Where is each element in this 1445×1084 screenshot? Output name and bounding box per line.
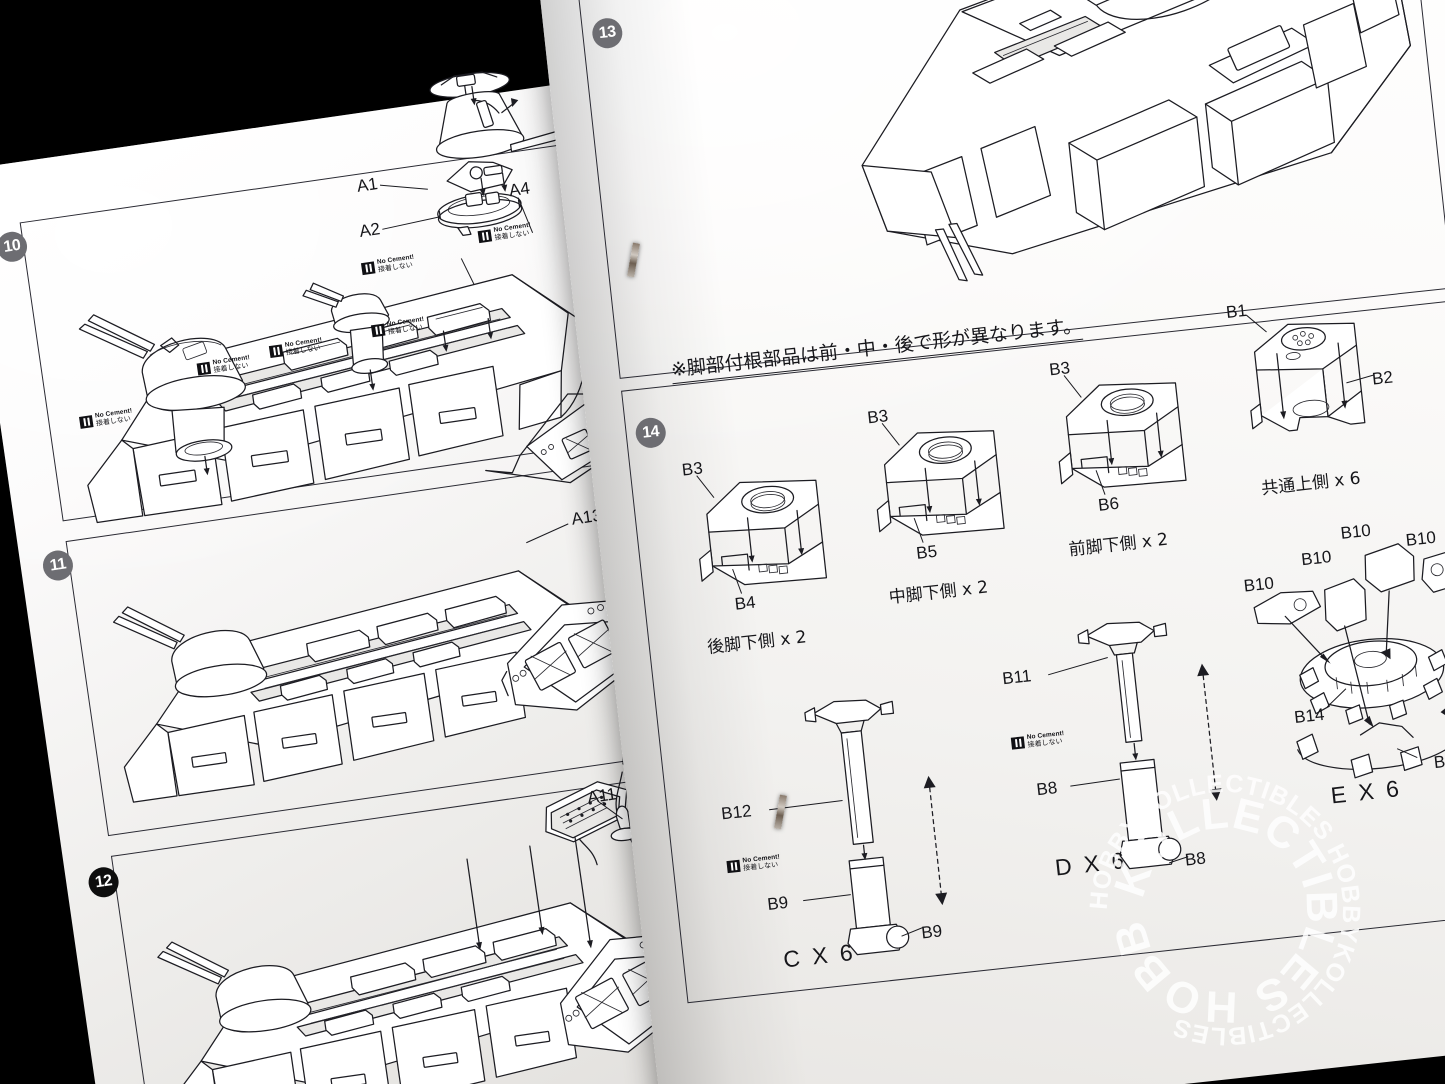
part-label-b4: B4 — [733, 592, 757, 614]
part-label-b14: B14 — [1293, 704, 1326, 727]
leg-root-common-upper-drawing — [1250, 322, 1366, 432]
part-label-b9-b: B9 — [920, 921, 944, 943]
no-cement-icon — [78, 415, 94, 429]
step-11-hull-drawing — [112, 570, 638, 803]
booklet-right-page: 13 — [535, 0, 1445, 1084]
part-label-b9-a: B9 — [766, 892, 790, 914]
no-cement-icon — [196, 361, 212, 376]
no-cement-icon — [268, 344, 284, 358]
part-label-b10-b: B10 — [1300, 547, 1333, 570]
part-label-b3-c: B3 — [1048, 358, 1071, 380]
group-e-drawing — [1253, 543, 1445, 779]
leg-root-mid-drawing — [876, 430, 1005, 536]
leg-root-rear-drawing — [699, 479, 828, 586]
part-label-b6: B6 — [1097, 493, 1120, 515]
part-label-b10-d: B10 — [1404, 527, 1437, 550]
step-13-hull-interior-drawing — [861, 0, 1411, 282]
group-c-drawing — [804, 699, 948, 956]
no-cement-icon — [1010, 736, 1025, 750]
step-10-hull-drawing — [78, 274, 587, 524]
part-label-b5: B5 — [915, 541, 939, 563]
part-label-b11: B11 — [1001, 666, 1033, 689]
part-label-b1: B1 — [1225, 300, 1248, 322]
part-label-b10-a: B10 — [1242, 573, 1275, 596]
part-label-b13: B13 — [1432, 749, 1445, 773]
part-label-b2: B2 — [1371, 367, 1394, 389]
part-label-b8-a: B8 — [1035, 778, 1059, 800]
no-cement-icon — [726, 859, 741, 873]
part-label-b3-b: B3 — [866, 406, 890, 428]
part-label-b12: B12 — [720, 801, 753, 824]
part-label-b8-b: B8 — [1183, 848, 1207, 870]
group-d-drawing — [1077, 621, 1222, 870]
part-label-b10-c: B10 — [1339, 520, 1372, 543]
part-label-b3-a: B3 — [680, 458, 704, 480]
leg-root-front-drawing — [1058, 382, 1187, 488]
no-cement-icon — [370, 323, 386, 338]
